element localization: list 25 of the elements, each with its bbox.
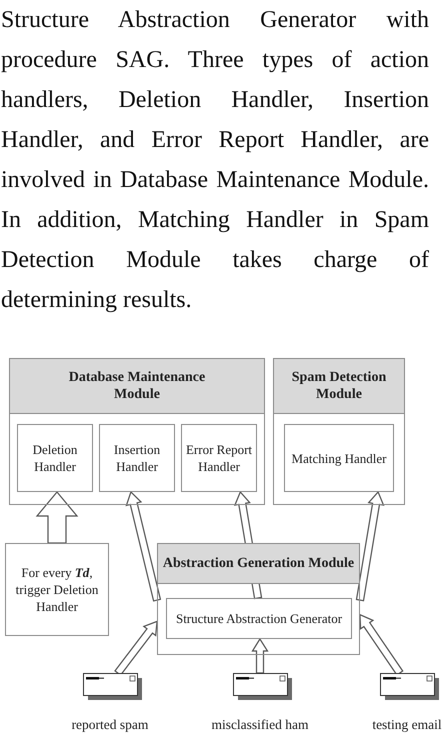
block-arrow bbox=[251, 638, 269, 674]
block-arrow bbox=[125, 490, 162, 602]
envelope-icon bbox=[83, 673, 143, 701]
paragraph: Structure Abstraction Generator with procedure SAG. Three types of action handlers, Deletion Handler, Insertion Handler, and Error Report Handler, are involved in Database Maintenance Module. In addition, Matching Handler in Spam Detection Module takes charge of determining results. bbox=[1, 6, 429, 315]
envelope-icon bbox=[380, 673, 440, 701]
process-box: Structure Abstraction Generator bbox=[166, 598, 352, 639]
note-box: For every Td, trigger Deletion Handler bbox=[5, 543, 109, 636]
handler-box: Matching Handler bbox=[284, 424, 394, 492]
envelope-icon bbox=[233, 673, 293, 701]
handler-box: Deletion Handler bbox=[17, 424, 93, 492]
handler-box: Insertion Handler bbox=[99, 424, 175, 492]
module-header: Abstraction Generation Module bbox=[158, 544, 359, 584]
module-header: Spam Detection Module bbox=[274, 359, 404, 414]
block-arrow bbox=[359, 614, 404, 676]
block-arrow bbox=[36, 491, 78, 544]
node-label: testing email bbox=[372, 717, 442, 733]
handler-box: Error Report Handler bbox=[181, 424, 257, 492]
module-box bbox=[157, 543, 360, 655]
module-header: Database Maintenance Module bbox=[10, 359, 264, 414]
node-label: reported spam bbox=[72, 717, 148, 733]
module-box bbox=[273, 358, 405, 505]
node-label: misclassified ham bbox=[211, 717, 309, 733]
module-box bbox=[9, 358, 265, 505]
block-arrow bbox=[114, 620, 158, 676]
block-arrow bbox=[356, 490, 384, 602]
